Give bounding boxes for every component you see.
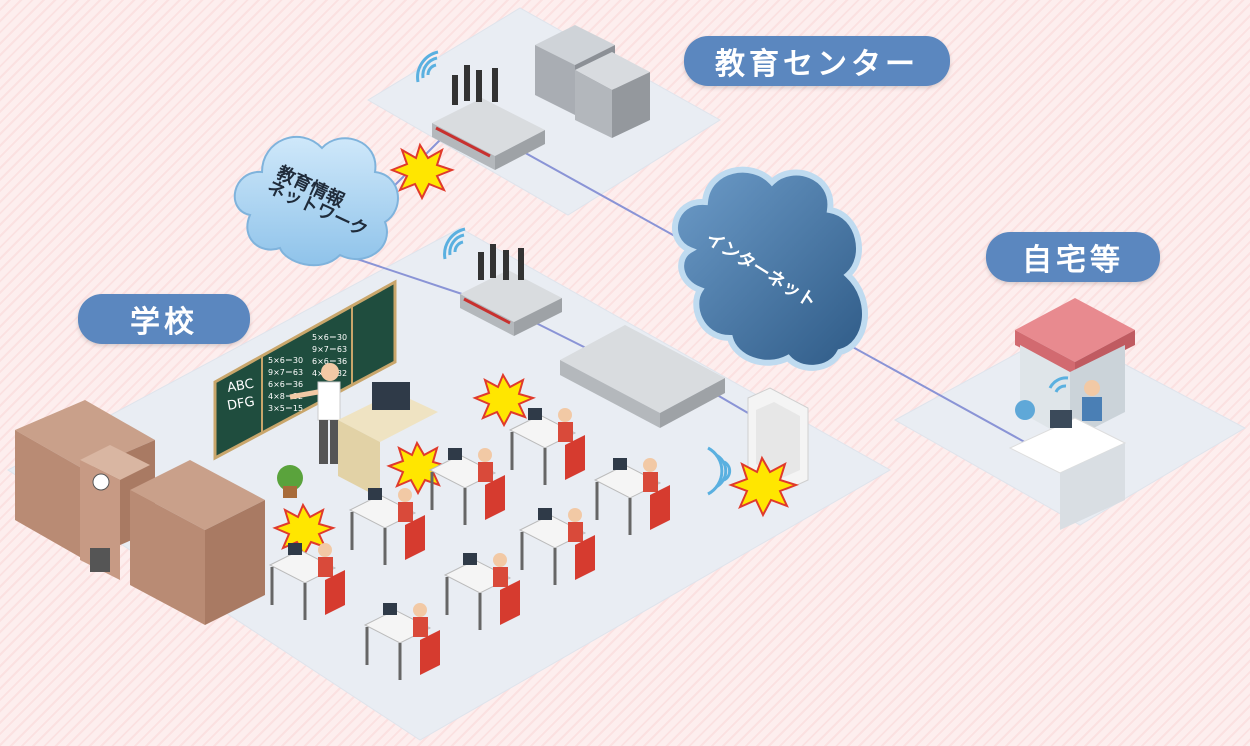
teacher-desk [338, 382, 438, 498]
cloud-icon [672, 166, 868, 371]
threat-burst-icon [389, 142, 455, 201]
student-desk [428, 448, 505, 525]
router-icon [432, 65, 545, 170]
student-desk [443, 553, 520, 630]
student-desk [268, 543, 345, 620]
chalk-right-2: 9×7＝63 [312, 345, 347, 354]
student-desk [348, 488, 425, 565]
chalk-mid-1: 5×6＝30 [268, 356, 303, 365]
student-desk [593, 458, 670, 535]
home-label: 自宅等 [986, 232, 1160, 282]
wifi-icon [1048, 376, 1069, 393]
education-center-label: 教育センター [684, 36, 950, 86]
school-building-icon [15, 400, 265, 625]
teacher-figure [289, 363, 341, 464]
home-desk [1008, 380, 1127, 530]
plant-icon [277, 465, 303, 498]
chalk-right-3: 6×6＝36 [312, 357, 347, 366]
chalk-left-2: DFG [226, 394, 256, 414]
wifi-icon [416, 50, 439, 83]
chalk-mid-5: 3×5＝15 [268, 404, 303, 413]
router-icon [460, 244, 562, 336]
network-links [329, 139, 1031, 446]
student-desk [363, 603, 440, 680]
cloud-icon [233, 135, 399, 267]
student-desk [518, 508, 595, 585]
threat-burst-icon [728, 455, 800, 518]
wifi-icon [707, 446, 732, 496]
student-desks [268, 408, 670, 680]
threat-burst-icon [472, 372, 536, 428]
server-icon [535, 25, 650, 138]
student-desk [508, 408, 585, 485]
chalk-left-1: ABC [226, 377, 255, 396]
wifi-icon [443, 227, 466, 260]
chalk-mid-2: 9×7＝63 [268, 368, 303, 377]
school-label: 学校 [78, 294, 250, 344]
center-platform [367, 7, 721, 216]
chalk-mid-3: 6×6＝36 [268, 380, 303, 389]
switch-icon [560, 325, 725, 428]
chalkboard [213, 279, 397, 461]
chalk-right-1: 5×6＝30 [312, 333, 347, 342]
chalk-mid-4: 4×8＝32 [268, 392, 303, 401]
